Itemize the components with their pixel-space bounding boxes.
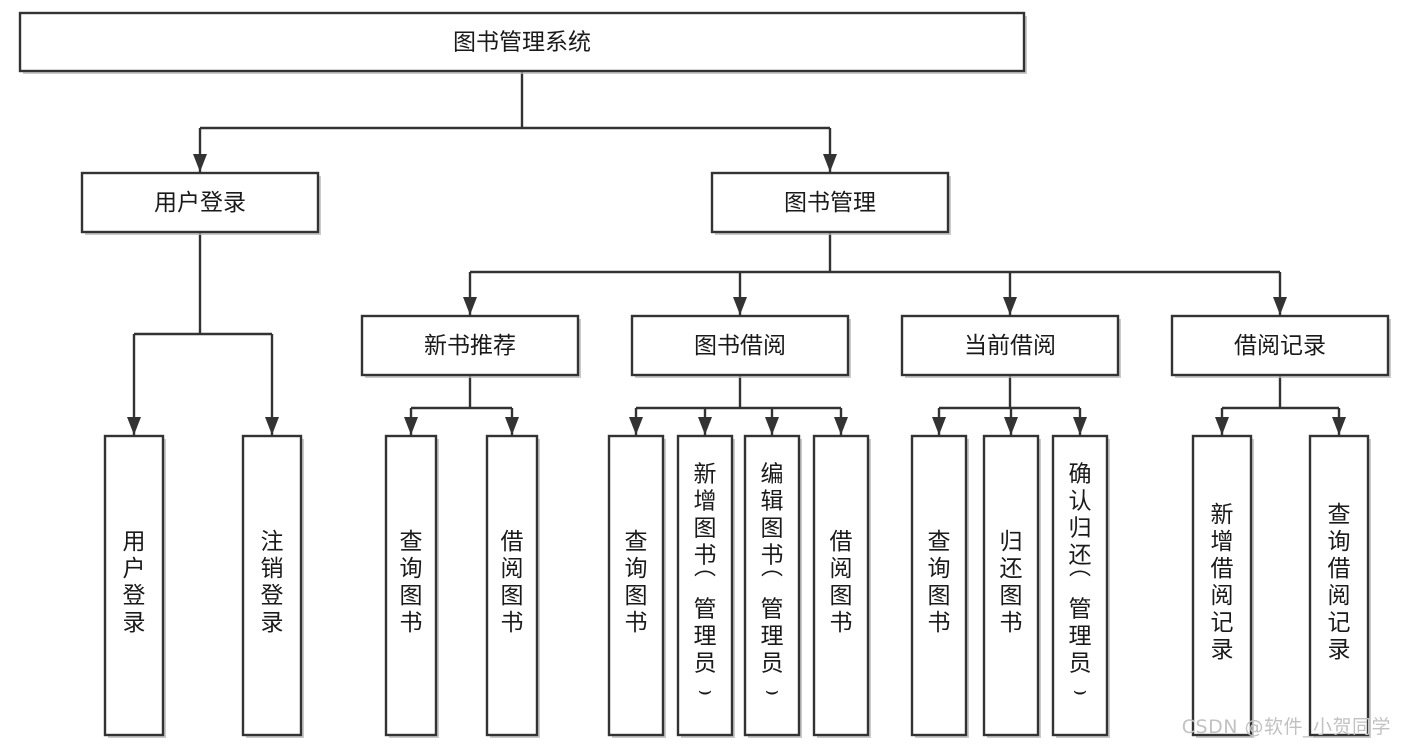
node-label: 图书管理系统: [453, 30, 591, 56]
node-rect[interactable]: [241, 434, 303, 737]
node-leaf-编辑图书管理员-6[interactable]: 编辑图书⌒管理员⌣: [743, 434, 802, 738]
node-rect[interactable]: [360, 314, 580, 377]
node-rect[interactable]: [743, 434, 801, 737]
node-leaf-归还图书-9[interactable]: 归还图书: [982, 434, 1041, 738]
node-rect[interactable]: [103, 434, 165, 737]
arrow-head-icon: [265, 417, 279, 435]
arrow-head-icon: [1332, 417, 1346, 435]
node-rect[interactable]: [384, 434, 438, 737]
node-level2-用户登录-0[interactable]: 用户登录: [80, 171, 321, 235]
node-rect[interactable]: [900, 314, 1120, 377]
node-label: 图书借阅: [694, 333, 786, 359]
node-label: 查询图书: [625, 529, 648, 636]
node-leaf-查询借阅记录-12[interactable]: 查询借阅记录: [1308, 434, 1371, 738]
arrow-head-icon: [1003, 297, 1017, 315]
node-leaf-新增图书管理员-5[interactable]: 新增图书⌒管理员⌣: [676, 434, 735, 738]
node-label: 用户登录: [123, 529, 146, 636]
node-level2-图书管理-1[interactable]: 图书管理: [710, 171, 951, 235]
node-rect[interactable]: [80, 171, 320, 234]
arrow-head-icon: [1273, 297, 1287, 315]
node-label: 用户登录: [154, 190, 246, 216]
arrow-head-icon: [463, 297, 477, 315]
arrow-head-icon: [1004, 417, 1018, 435]
node-rect[interactable]: [1170, 314, 1390, 377]
node-label: 查询借阅记录: [1328, 502, 1351, 663]
node-rect[interactable]: [485, 434, 539, 737]
node-label: 归还图书: [1000, 529, 1023, 636]
node-leaf-借阅图书-3[interactable]: 借阅图书: [485, 434, 540, 738]
node-label: 注销登录: [261, 529, 284, 636]
node-label: 借阅图书: [830, 529, 853, 636]
node-rect[interactable]: [910, 434, 968, 737]
node-label: 查询图书: [928, 529, 951, 636]
node-layer: 图书管理系统用户登录图书管理新书推荐图书借阅当前借阅借阅记录用户登录注销登录查询…: [18, 11, 1391, 738]
node-leaf-查询图书-8[interactable]: 查询图书: [910, 434, 969, 738]
node-rect[interactable]: [710, 171, 950, 234]
node-rect[interactable]: [812, 434, 870, 737]
arrow-head-icon: [733, 297, 747, 315]
node-leaf-借阅图书-7[interactable]: 借阅图书: [812, 434, 871, 738]
node-rect[interactable]: [676, 434, 734, 737]
arrow-head-icon: [193, 154, 207, 172]
node-leaf-注销登录-1[interactable]: 注销登录: [241, 434, 304, 738]
node-label: 新增借阅记录: [1211, 502, 1234, 663]
node-leaf-新增借阅记录-11[interactable]: 新增借阅记录: [1191, 434, 1254, 738]
node-label: 借阅图书: [501, 529, 524, 636]
node-label: 当前借阅: [964, 333, 1056, 359]
node-rect[interactable]: [1191, 434, 1253, 737]
node-root-图书管理系统-0[interactable]: 图书管理系统: [18, 11, 1027, 74]
node-label: 图书管理: [784, 190, 876, 216]
arrow-head-icon: [1215, 417, 1229, 435]
arrow-head-icon: [698, 417, 712, 435]
arrow-head-icon: [505, 417, 519, 435]
node-rect[interactable]: [18, 11, 1026, 73]
node-leaf-查询图书-2[interactable]: 查询图书: [384, 434, 439, 738]
arrow-head-icon: [932, 417, 946, 435]
arrow-head-icon: [127, 417, 141, 435]
node-level3-新书推荐-0[interactable]: 新书推荐: [360, 314, 581, 378]
node-level3-图书借阅-1[interactable]: 图书借阅: [630, 314, 851, 378]
arrow-head-icon: [629, 417, 643, 435]
node-level3-当前借阅-2[interactable]: 当前借阅: [900, 314, 1121, 378]
arrow-head-icon: [1073, 417, 1087, 435]
node-label: 借阅记录: [1234, 333, 1326, 359]
arrow-head-icon: [765, 417, 779, 435]
node-rect[interactable]: [1308, 434, 1370, 737]
node-level3-借阅记录-3[interactable]: 借阅记录: [1170, 314, 1391, 378]
node-leaf-用户登录-0[interactable]: 用户登录: [103, 434, 166, 738]
arrow-head-icon: [823, 154, 837, 172]
node-label: 查询图书: [400, 529, 423, 636]
node-leaf-确认归还管理员-10[interactable]: 确认归还⌒管理员⌣: [1051, 434, 1110, 738]
node-leaf-查询图书-4[interactable]: 查询图书: [607, 434, 666, 738]
arrow-head-icon: [834, 417, 848, 435]
connector-layer: [127, 71, 1346, 435]
node-label: 新书推荐: [424, 333, 516, 359]
node-rect[interactable]: [607, 434, 665, 737]
node-label: 确认归还⌒管理员⌣: [1069, 462, 1092, 704]
node-rect[interactable]: [982, 434, 1040, 737]
node-label: 编辑图书⌒管理员⌣: [761, 462, 784, 704]
arrow-head-icon: [404, 417, 418, 435]
node-rect[interactable]: [630, 314, 850, 377]
node-label: 新增图书⌒管理员⌣: [694, 462, 717, 704]
node-rect[interactable]: [1051, 434, 1109, 737]
